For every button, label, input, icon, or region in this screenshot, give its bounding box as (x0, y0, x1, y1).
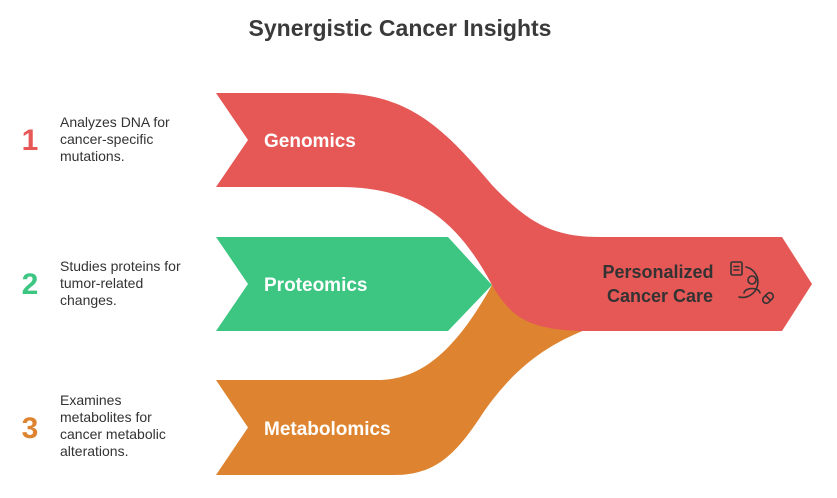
output-label-line-1: Personalized (602, 262, 713, 282)
description-metabolomics-line-2: metabolites for (60, 409, 152, 425)
description-metabolomics: Examines metabolites for cancer metaboli… (60, 392, 200, 460)
genomics-label: Genomics (264, 131, 356, 152)
description-proteomics-line-3: changes. (60, 292, 117, 308)
output-label-line-2: Cancer Care (607, 286, 713, 306)
genomics-band (216, 93, 812, 331)
description-genomics-line-2: cancer-specific (60, 131, 154, 147)
patient-care-icon (730, 261, 775, 305)
description-metabolomics-line-4: alterations. (60, 443, 129, 459)
proteomics-band (216, 237, 492, 331)
description-genomics-line-1: Analyzes DNA for (60, 114, 170, 130)
description-proteomics-line-1: Studies proteins for (60, 258, 181, 274)
description-proteomics: Studies proteins for tumor-related chang… (60, 258, 200, 309)
description-genomics: Analyzes DNA for cancer-specific mutatio… (60, 114, 200, 165)
metabolomics-label: Metabolomics (264, 419, 391, 440)
metabolomics-band (216, 285, 585, 475)
diagram-title: Synergistic Cancer Insights (248, 15, 552, 41)
description-genomics-line-3: mutations. (60, 148, 125, 164)
step-number-2: 2 (21, 268, 39, 301)
description-metabolomics-line-1: Examines (60, 392, 122, 408)
description-metabolomics-line-3: cancer metabolic (60, 426, 166, 442)
proteomics-label: Proteomics (264, 275, 367, 296)
step-number-3: 3 (21, 412, 39, 445)
description-proteomics-line-2: tumor-related (60, 275, 144, 291)
step-number-1: 1 (21, 124, 39, 157)
